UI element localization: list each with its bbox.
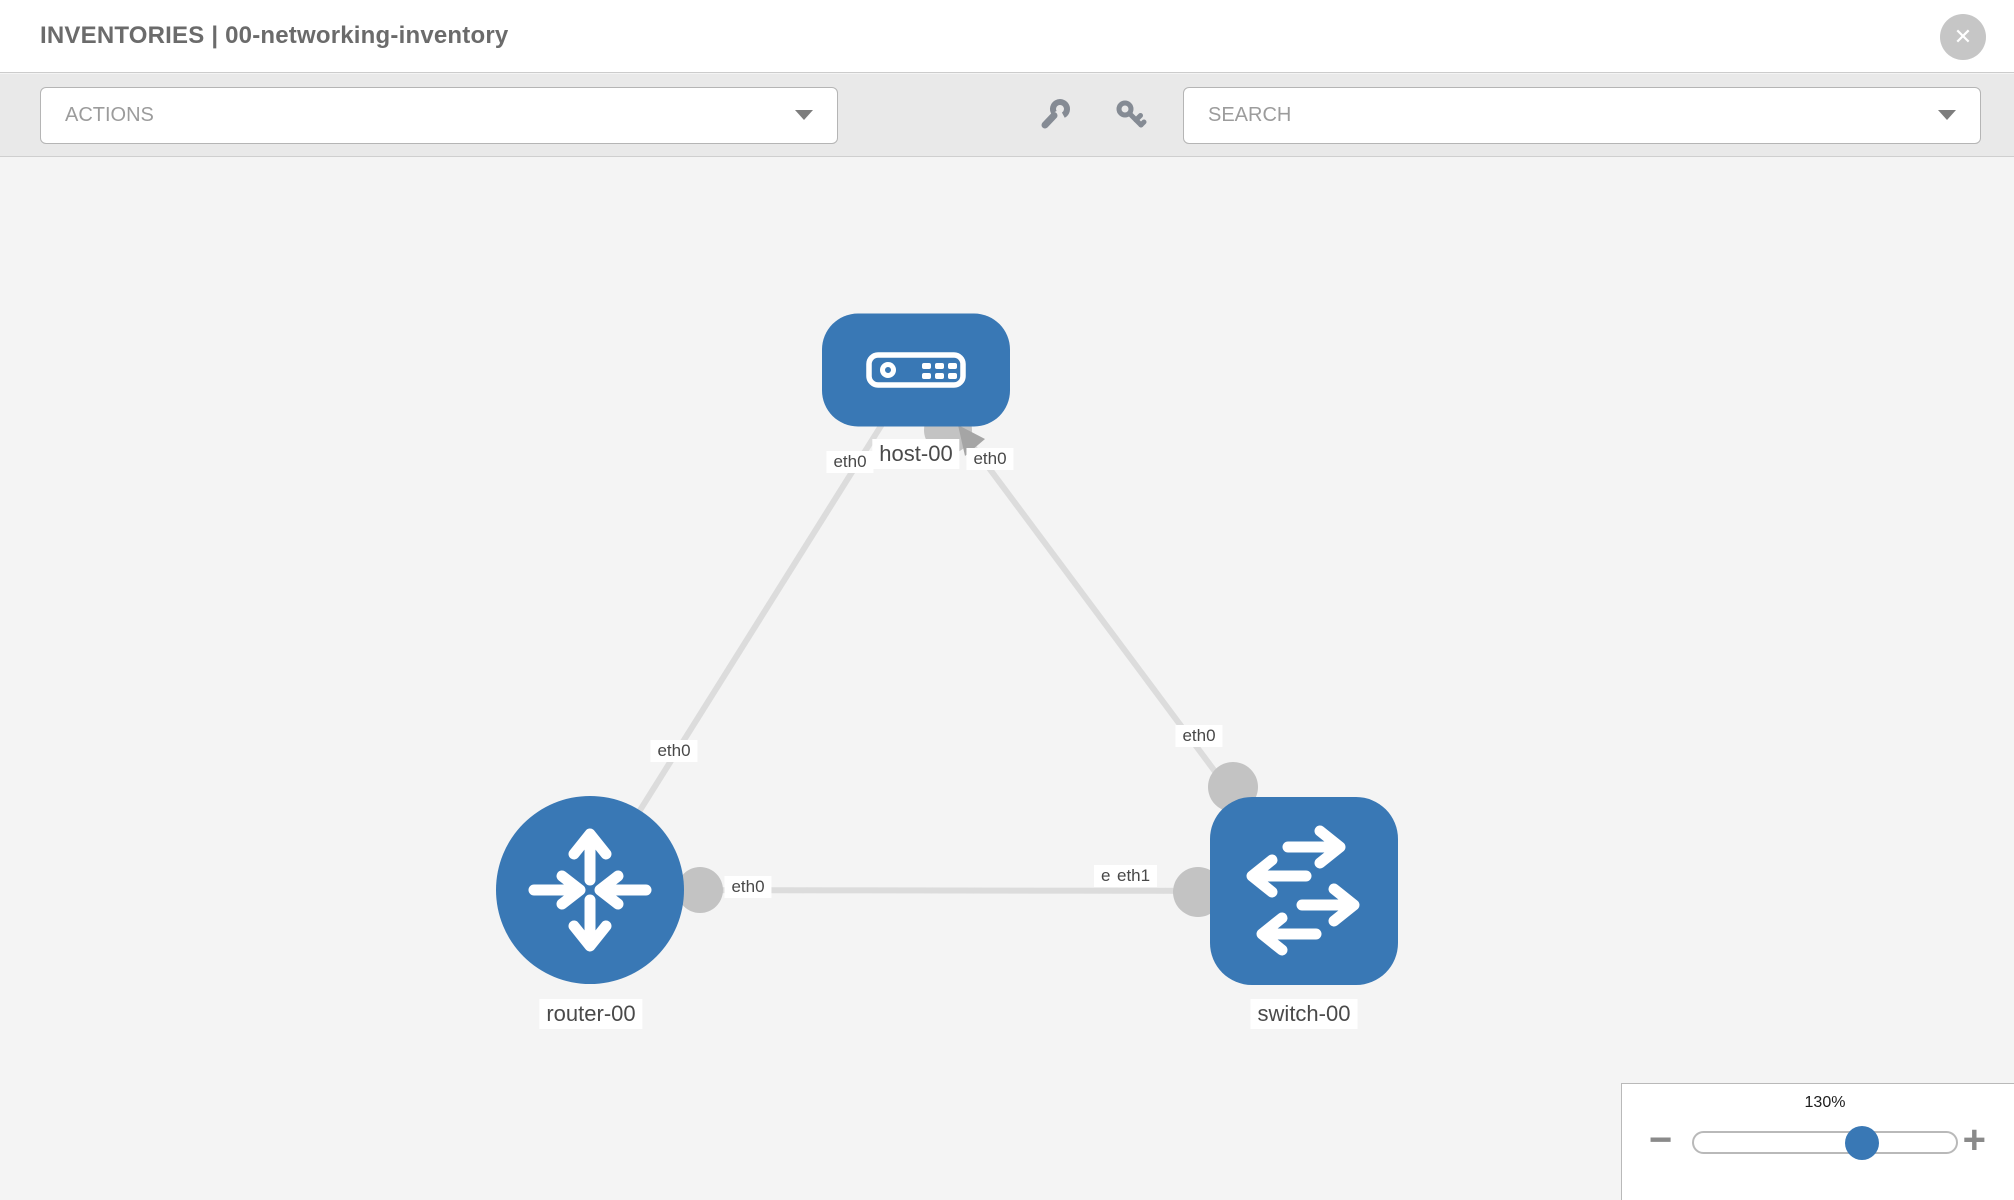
header-bar: INVENTORIES | 00-networking-inventory: [0, 0, 2014, 73]
chevron-down-icon: [795, 110, 813, 120]
node-label: switch-00: [1250, 999, 1358, 1029]
interface-label: eth0: [826, 451, 874, 473]
actions-dropdown[interactable]: ACTIONS: [40, 86, 838, 144]
key-icon: [1116, 100, 1147, 128]
plus-icon: +: [1962, 1118, 1986, 1162]
toolbar-icon-group: [1035, 95, 1151, 135]
wrench-icon: [1041, 99, 1070, 129]
page-title: INVENTORIES | 00-networking-inventory: [40, 22, 509, 49]
node-switch-00[interactable]: [1210, 797, 1398, 985]
topology-svg: [496, 313, 1398, 985]
zoom-out-button[interactable]: −: [1649, 1110, 1672, 1170]
link-arrowhead-icon: [958, 425, 985, 456]
host-node-shape: [822, 313, 1010, 427]
close-button[interactable]: ✕: [1940, 14, 1986, 60]
zoom-level-value: 130%: [1804, 1094, 1846, 1111]
node-router-00[interactable]: [496, 796, 684, 984]
zoom-slider-track[interactable]: [1692, 1125, 1958, 1160]
interface-label: eth0: [724, 876, 772, 898]
credentials-button[interactable]: [1111, 95, 1151, 135]
node-label: host-00: [872, 439, 960, 469]
zoom-slider-handle[interactable]: [1844, 1125, 1879, 1160]
zoom-panel: 130% − +: [1621, 1083, 2014, 1200]
interface-label: eth0: [966, 448, 1014, 470]
configure-button[interactable]: [1035, 95, 1075, 135]
actions-dropdown-label: ACTIONS: [65, 103, 154, 126]
interface-connector: [677, 867, 723, 913]
minus-icon: −: [1649, 1118, 1673, 1162]
toolbar: ACTIONS SEARCH: [0, 74, 2014, 157]
interface-label: eth0: [1175, 725, 1223, 747]
switch-node-shape: [1210, 797, 1398, 985]
close-icon: ✕: [1953, 24, 1973, 49]
search-dropdown-label: SEARCH: [1208, 103, 1292, 126]
search-dropdown[interactable]: SEARCH: [1183, 86, 1981, 144]
interface-label: eth1: [1110, 865, 1158, 887]
node-label: router-00: [539, 999, 643, 1029]
interface-label: eth0: [650, 740, 698, 762]
node-host-00[interactable]: [822, 313, 1010, 427]
topology-canvas[interactable]: host-00 router-00 switch-00 eth0 eth0 eth0 eth…: [0, 157, 2014, 1200]
router-node-shape: [496, 796, 684, 984]
chevron-down-icon: [1938, 110, 1956, 120]
zoom-in-button[interactable]: +: [1963, 1110, 1986, 1170]
